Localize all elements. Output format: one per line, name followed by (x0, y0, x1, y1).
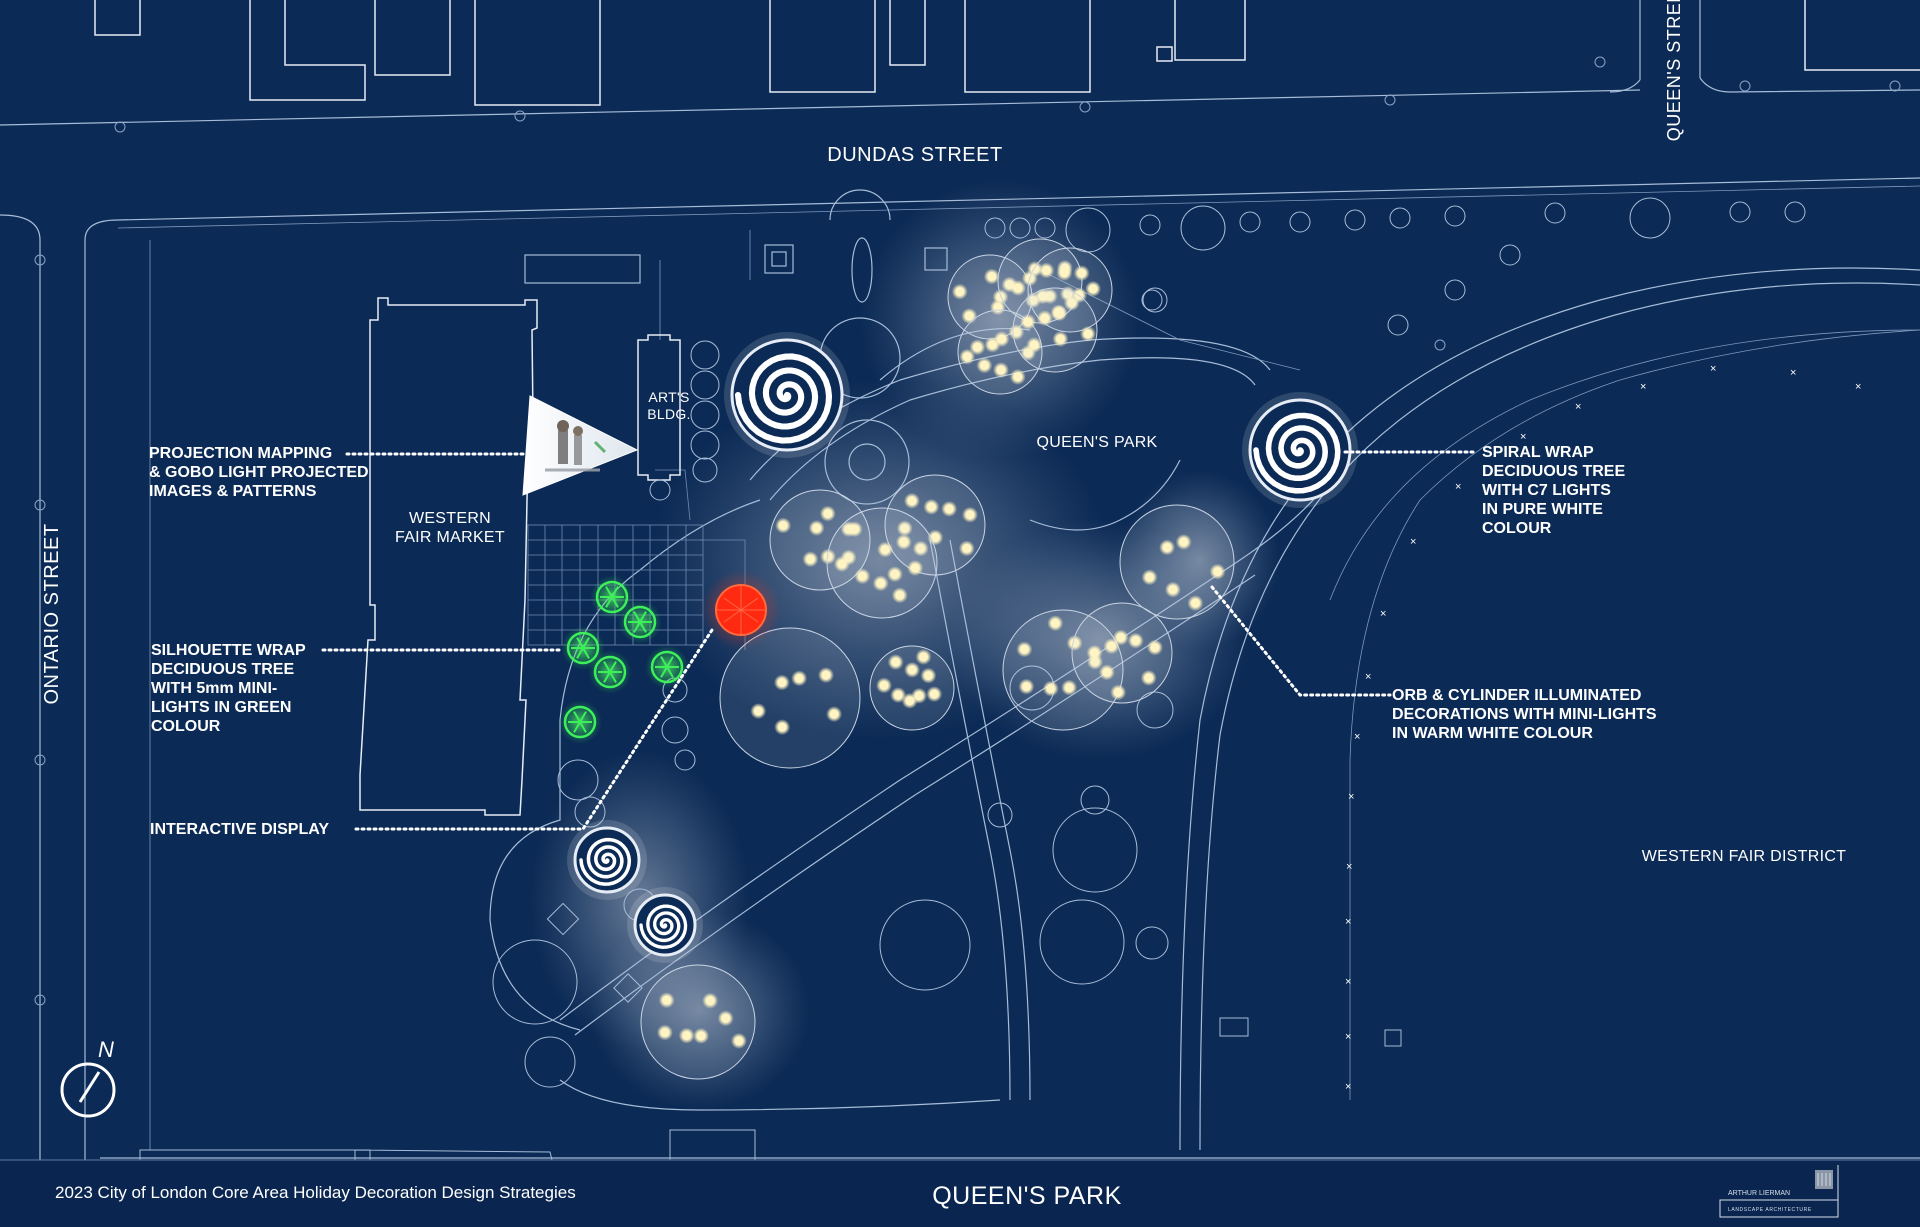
dundas-street-label: DUNDAS STREET (827, 144, 1002, 166)
green-silhouette-tree-icon (590, 575, 634, 619)
svg-text:×: × (1348, 791, 1354, 803)
svg-text:×: × (1380, 608, 1386, 620)
street-trees (984, 197, 1806, 336)
survey-markers (34, 56, 1901, 1006)
green-silhouette-tree-icon (645, 645, 689, 689)
svg-text:×: × (1345, 916, 1351, 928)
street-network (0, 0, 1920, 1160)
queens-park-label: QUEEN'S PARK (1036, 434, 1157, 451)
silhouette-note-line2: DECIDUOUS TREE (151, 661, 294, 678)
spiral-note-line5: COLOUR (1482, 520, 1552, 537)
western-fair-market-label-line2: FAIR MARKET (395, 529, 505, 546)
svg-text:×: × (1365, 671, 1371, 683)
orb-cluster-tree-icon (1012, 287, 1098, 373)
orb-cluster-tree-icon (947, 254, 1033, 340)
spiral-wrap-tree-icon (724, 332, 850, 458)
svg-text:×: × (1346, 861, 1352, 873)
queens-street-label: QUEEN'S STREET (1664, 0, 1684, 141)
annotation-leaders (321, 450, 1477, 831)
western-fair-market-label-line1: WESTERN (409, 510, 491, 527)
silhouette-note-line5: COLOUR (151, 718, 221, 735)
orb-note-line2: DECORATIONS WITH MINI-LIGHTS (1392, 706, 1657, 723)
green-silhouette-tree-icon (588, 650, 632, 694)
svg-text:×: × (1575, 401, 1581, 413)
svg-text:×: × (1790, 367, 1796, 379)
interactive-display-note: INTERACTIVE DISPLAY (150, 821, 329, 838)
arts-building-label-line1: ART'S (648, 389, 689, 405)
north-arrow-label: N (98, 1037, 114, 1062)
arts-building-label-line2: BLDG. (647, 406, 691, 422)
silhouette-note-line4: LIGHTS IN GREEN (151, 699, 291, 716)
projection-mapping-display (522, 395, 639, 496)
orb-note-line1: ORB & CYLINDER ILLUMINATED (1392, 687, 1641, 704)
svg-text:×: × (1345, 1031, 1351, 1043)
western-fair-district-label: WESTERN FAIR DISTRICT (1642, 848, 1847, 865)
orb-cluster-tree-icon (1071, 602, 1173, 704)
spiral-annotation: SPIRAL WRAP DECIDUOUS TREE WITH C7 LIGHT… (1482, 444, 1625, 537)
north-buildings (94, 0, 1920, 106)
orb-cluster-tree-icon (884, 474, 986, 576)
spiral-note-line3: WITH C7 LIGHTS (1482, 482, 1611, 499)
north-arrow-icon: N (60, 1037, 116, 1118)
orb-cylinder-trees (640, 238, 1235, 1080)
svg-text:×: × (1640, 381, 1646, 393)
orb-annotation: ORB & CYLINDER ILLUMINATED DECORATIONS W… (1392, 687, 1657, 742)
spiral-wrap-tree-icon (1242, 392, 1358, 508)
projection-note-line2: & GOBO LIGHT PROJECTED (149, 464, 369, 481)
spiral-note-line2: DECIDUOUS TREE (1482, 463, 1625, 480)
silhouette-annotation: SILHOUETTE WRAP DECIDUOUS TREE WITH 5mm … (151, 642, 306, 735)
silhouette-note-line1: SILHOUETTE WRAP (151, 642, 306, 659)
spiral-wrap-tree-icon (567, 820, 647, 900)
footer-band: 2023 City of London Core Area Holiday De… (0, 1159, 1920, 1227)
svg-text:×: × (1410, 536, 1416, 548)
orb-cluster-tree-icon (957, 309, 1043, 395)
footer-location: QUEEN'S PARK (932, 1182, 1122, 1210)
forecourt-features (524, 189, 948, 505)
orb-cluster-tree-icon (869, 645, 955, 731)
projection-note-line1: PROJECTION MAPPING (149, 445, 332, 462)
svg-text:×: × (1520, 431, 1526, 443)
svg-text:×: × (1855, 381, 1861, 393)
silhouette-note-line3: WITH 5mm MINI- (151, 680, 277, 697)
spiral-note-line1: SPIRAL WRAP (1482, 444, 1594, 461)
projection-annotation: PROJECTION MAPPING & GOBO LIGHT PROJECTE… (149, 445, 369, 500)
svg-text:×: × (1345, 976, 1351, 988)
svg-text:×: × (1345, 1081, 1351, 1093)
orb-cluster-tree-icon (826, 507, 938, 619)
firm-logo-name: ARTHUR LIERMAN (1728, 1190, 1790, 1197)
firm-logo-subtitle: LANDSCAPE ARCHITECTURE (1728, 1207, 1812, 1213)
ontario-street-label: ONTARIO STREET (41, 523, 63, 704)
orb-note-line3: IN WARM WHITE COLOUR (1392, 725, 1593, 742)
orb-cluster-tree-icon (640, 964, 756, 1080)
svg-text:×: × (1455, 481, 1461, 493)
western-fair-market-building (359, 297, 538, 816)
orb-cluster-tree-icon (1119, 504, 1235, 620)
projection-note-line3: IMAGES & PATTERNS (149, 483, 317, 500)
arts-building (637, 334, 720, 501)
green-silhouette-trees (558, 575, 689, 744)
spiral-note-line4: IN PURE WHITE (1482, 501, 1603, 518)
lighting-glow (530, 180, 1280, 1110)
spiral-wrap-tree-icon (627, 887, 703, 963)
orb-cluster-tree-icon (1002, 609, 1124, 731)
spiral-wrap-trees (567, 332, 1358, 963)
firm-logo: ARTHUR LIERMAN LANDSCAPE ARCHITECTURE (1719, 1165, 1839, 1218)
green-silhouette-tree-icon (618, 600, 662, 644)
svg-text:×: × (1354, 731, 1360, 743)
orb-cluster-tree-icon (719, 627, 861, 769)
interactive-display (701, 570, 781, 650)
green-silhouette-tree-icon (558, 700, 602, 744)
district-fence: × × × × × × × × × × × × × × × × × (1345, 329, 1920, 1100)
footer-title: 2023 City of London Core Area Holiday De… (55, 1183, 576, 1202)
svg-text:×: × (1710, 363, 1716, 375)
